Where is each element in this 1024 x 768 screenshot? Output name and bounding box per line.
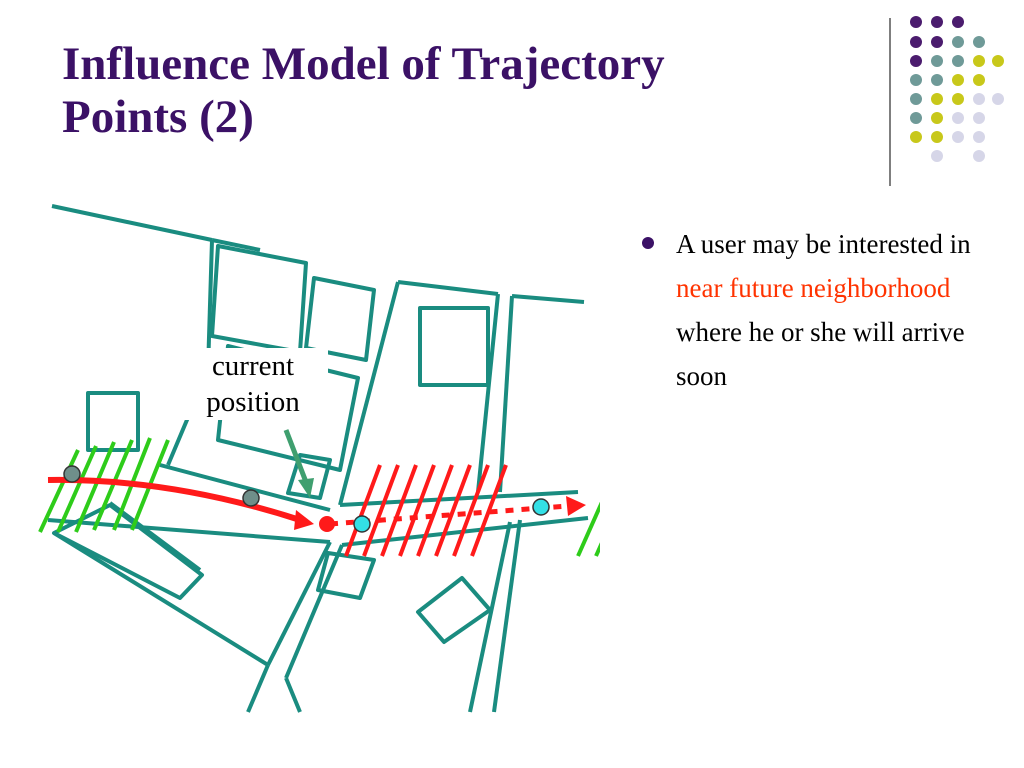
building-block	[304, 276, 376, 362]
street-edge	[266, 541, 332, 666]
current-position-point	[319, 516, 335, 532]
street-edge	[397, 280, 499, 296]
street-edge	[338, 281, 400, 506]
street-edge	[52, 531, 270, 667]
bullet-list: A user may be interested in near future …	[640, 222, 990, 398]
building-block	[286, 453, 332, 500]
street-edge	[476, 293, 500, 493]
building-block	[416, 576, 492, 644]
road-network	[47, 204, 589, 713]
main-road-edge	[47, 518, 331, 544]
future-trajectory-point	[353, 515, 371, 533]
street-edge	[246, 664, 270, 713]
label-line-2: position	[206, 386, 300, 418]
past-trajectory-arrowhead	[294, 510, 314, 530]
future-trajectory-point	[532, 498, 550, 516]
bullet-highlight: near future neighborhood	[676, 273, 951, 303]
building-block	[418, 306, 490, 387]
street-edge	[108, 501, 202, 572]
future-far-hatch	[576, 501, 600, 557]
main-road-edge	[159, 463, 331, 512]
past-trajectory	[47, 476, 301, 523]
bullet-text-before: A user may be interested in	[676, 229, 971, 259]
street-edge	[51, 204, 213, 242]
past-trajectory-point	[242, 489, 260, 507]
street-edge	[492, 519, 522, 713]
title-line-1: Influence Model of Trajectory	[62, 38, 665, 90]
near-future-hatch	[344, 464, 508, 557]
trajectory-map-diagram	[38, 204, 600, 713]
label-line-1: current	[211, 350, 295, 382]
current-position-label: current position	[178, 348, 328, 420]
street-edge	[211, 238, 261, 252]
bullet-text-after: where he or she will arrive soon	[676, 317, 965, 391]
building-block	[316, 551, 376, 600]
bullet-dot-icon	[642, 237, 654, 249]
past-trajectory-point	[63, 465, 81, 483]
street-edge	[468, 521, 512, 713]
building-block	[86, 391, 140, 452]
current-position-arrow-icon	[283, 429, 314, 498]
street-edge	[284, 677, 302, 713]
title-line-2: Points (2)	[62, 91, 254, 143]
future-trajectory-arrowhead	[566, 496, 586, 516]
building-block	[52, 503, 204, 600]
bullet-item: A user may be interested in near future …	[640, 222, 990, 398]
building-block	[210, 244, 308, 354]
page-title: Influence Model of Trajectory Points (2)	[62, 38, 862, 144]
street-edge	[284, 544, 344, 679]
street-edge	[511, 294, 585, 304]
street-edge	[498, 295, 514, 493]
